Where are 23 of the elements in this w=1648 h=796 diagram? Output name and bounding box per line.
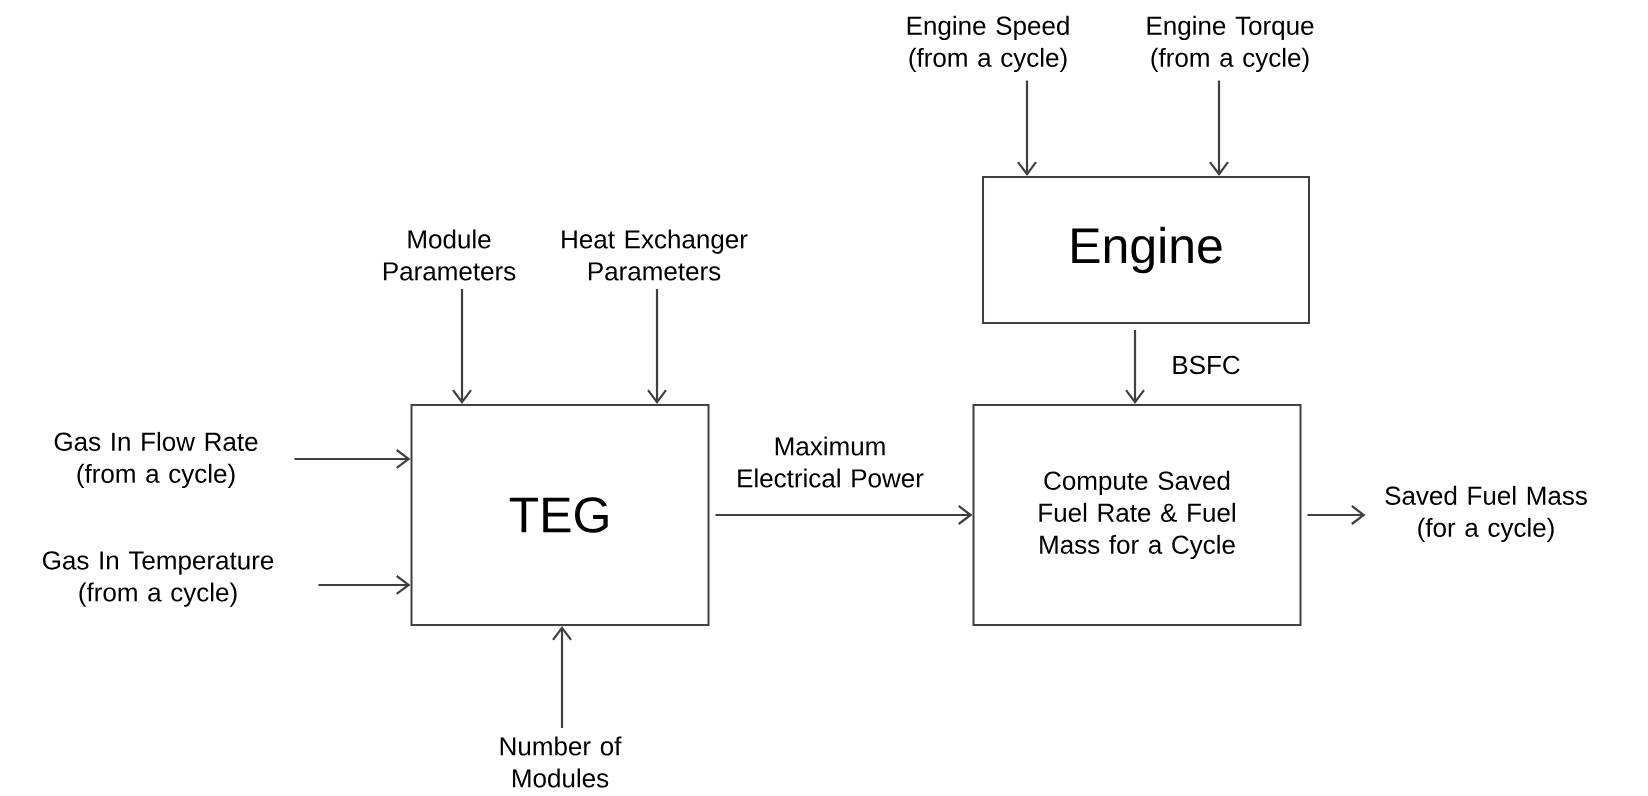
input-label: Module Parameters: [383, 229, 516, 281]
input-label: Gas In Flow Rate (from a cycle): [54, 431, 258, 489]
input-label: Gas In Temperature (from a cycle): [43, 551, 274, 607]
arrow: [1209, 80, 1229, 176]
arrow: [1017, 80, 1037, 176]
arrow: [1125, 330, 1145, 404]
process-box: Compute Saved Fuel Rate & Fuel Mass for a Cycle: [972, 404, 1302, 626]
arrow: [1307, 505, 1366, 525]
arrow: [552, 626, 572, 729]
arrow: [318, 575, 411, 595]
input-label: Engine Torque (from a cycle): [1147, 15, 1314, 73]
arrow: [294, 449, 411, 469]
arrow: [647, 288, 667, 404]
arrow: [715, 505, 973, 525]
edge-label: Maximum Electrical Power: [723, 434, 937, 490]
input-label: Number of Modules: [500, 736, 622, 788]
edge-label: BSFC: [1164, 353, 1248, 377]
input-label: Heat Exchanger Parameters: [562, 229, 748, 281]
arrow: [452, 288, 472, 404]
input-label: Saved Fuel Mass (for a cycle): [1385, 485, 1587, 543]
input-label: Engine Speed (from a cycle): [907, 15, 1069, 73]
process-box: TEG: [410, 404, 710, 626]
process-box: Engine: [982, 176, 1310, 324]
